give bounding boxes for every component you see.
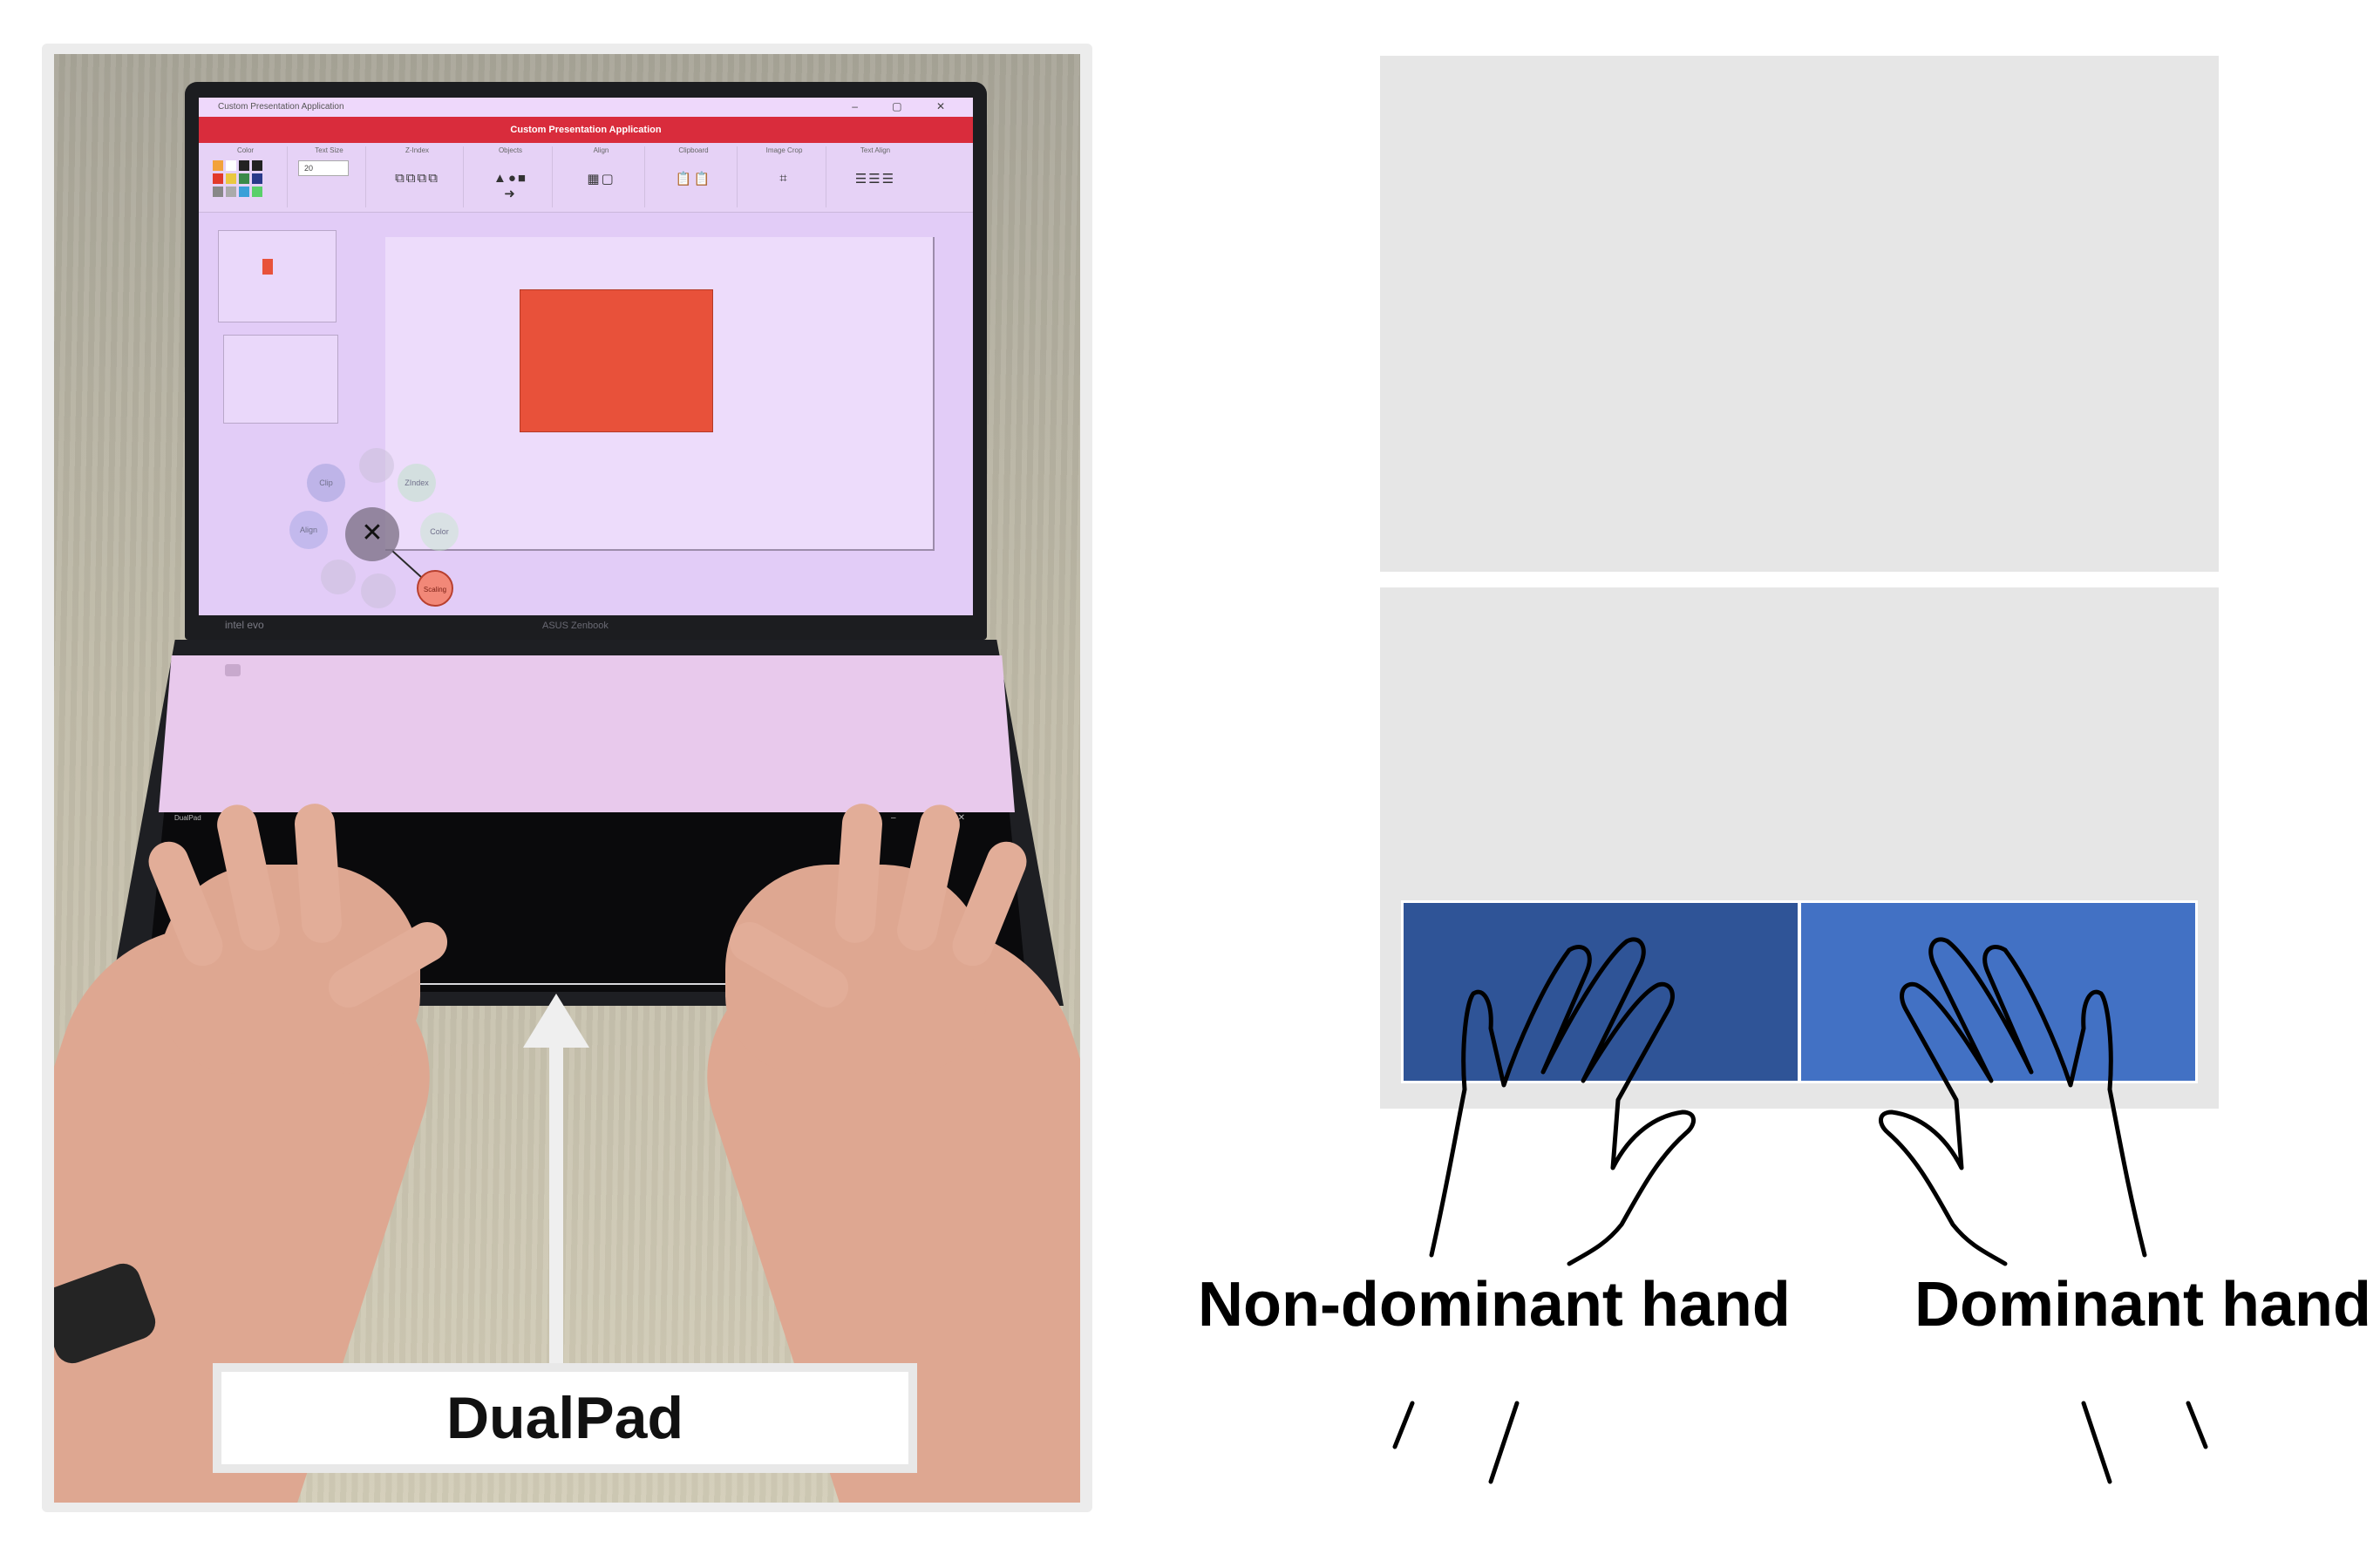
app-header: Custom Presentation Application [199, 117, 973, 143]
photo-frame: Custom Presentation Application – ▢ ✕ Cu… [42, 44, 1092, 1512]
pie-menu-scaling[interactable]: Scaling [417, 570, 453, 607]
non-dominant-hand-label: Non-dominant hand [1198, 1270, 1791, 1340]
swatch[interactable] [226, 187, 236, 197]
ribbon-label-image-crop: Image Crop [765, 146, 803, 154]
dominant-hand-outline [1879, 937, 2147, 1266]
pie-menu-slot[interactable] [359, 448, 394, 483]
thumbnail-shape [262, 259, 273, 275]
lower-screen [159, 655, 1015, 812]
dominant-hand-label: Dominant hand [1914, 1270, 2371, 1340]
arrow-shaft [549, 1039, 563, 1396]
dualpad-window-title: DualPad [174, 814, 201, 822]
intel-evo-logo: intel evo [225, 619, 264, 631]
selected-rectangle-shape[interactable] [520, 289, 713, 432]
ribbon-label-objects: Objects [498, 146, 523, 154]
swatch[interactable] [226, 173, 236, 184]
ribbon-label-color: Color [236, 146, 255, 154]
pie-menu-clip[interactable]: Clip [307, 464, 345, 502]
non-dominant-wrist-line [1392, 1401, 1415, 1449]
swatch[interactable] [213, 187, 223, 197]
swatch[interactable] [252, 160, 262, 171]
color-swatches [213, 160, 262, 197]
ribbon-group-clipboard: Clipboard 📋📋 [650, 146, 738, 207]
swatch[interactable] [239, 160, 249, 171]
ribbon-group-align: Align ▦▢ [558, 146, 645, 207]
pie-menu-zindex[interactable]: ZIndex [398, 464, 436, 502]
swatch[interactable] [213, 173, 223, 184]
objects-shape-icons[interactable]: ▲●■➜ [493, 171, 527, 201]
pie-menu-slot[interactable] [361, 573, 396, 608]
laptop-model-logo: ASUS Zenbook [542, 621, 609, 631]
swatch[interactable] [239, 187, 249, 197]
lower-screen-icon [225, 664, 241, 676]
align-icon[interactable]: ▦▢ [587, 172, 615, 187]
pie-menu-close-icon[interactable]: ✕ [345, 507, 399, 561]
dominant-wrist-line [2081, 1401, 2112, 1484]
laptop-photo: Custom Presentation Application – ▢ ✕ Cu… [54, 54, 1080, 1503]
ribbon-label-clipboard: Clipboard [678, 146, 709, 154]
window-titlebar: Custom Presentation Application – ▢ ✕ [199, 98, 973, 117]
dualpad-callout-label: DualPad [213, 1363, 917, 1473]
pie-menu-slot[interactable] [321, 560, 356, 594]
ribbon-group-objects: Objects ▲●■➜ [469, 146, 553, 207]
ribbon-group-image-crop: Image Crop ⌗ [743, 146, 826, 207]
pie-menu-color[interactable]: Color [420, 512, 459, 551]
swatch[interactable] [239, 173, 249, 184]
text-size-dropdown[interactable]: 20 [298, 160, 349, 176]
upper-screen: Custom Presentation Application – ▢ ✕ Cu… [199, 98, 973, 615]
ribbon-label-align: Align [593, 146, 609, 154]
swatch[interactable] [213, 160, 223, 171]
diagram-upper-screen [1380, 56, 2219, 572]
ribbon-group-zindex: Z-Index ⧉⧉⧉⧉ [371, 146, 464, 207]
window-controls[interactable]: – ▢ ✕ [852, 100, 961, 112]
text-align-icons[interactable]: ☰☰☰ [854, 172, 896, 187]
non-dominant-wrist-line [1488, 1401, 1520, 1484]
swatch[interactable] [226, 160, 236, 171]
toolbar-ribbon: Color [199, 143, 973, 213]
dualpad-bottom-edge [150, 983, 1023, 985]
ribbon-label-text-size: Text Size [315, 146, 343, 154]
ribbon-group-color: Color [204, 146, 288, 207]
pie-menu-align[interactable]: Align [289, 511, 328, 549]
zindex-icons[interactable]: ⧉⧉⧉⧉ [395, 171, 439, 186]
dominant-wrist-line [2186, 1401, 2208, 1449]
window-title: Custom Presentation Application [218, 102, 344, 112]
slide-thumbnail-2[interactable] [223, 335, 338, 424]
slide-thumbnail-1[interactable] [218, 230, 337, 322]
ribbon-label-text-align: Text Align [860, 146, 891, 154]
ribbon-group-text-align: Text Align ☰☰☰ [832, 146, 919, 207]
ribbon-group-text-size: Text Size 20 [293, 146, 366, 207]
arrow-up-icon [523, 994, 589, 1048]
crop-icon[interactable]: ⌗ [779, 171, 789, 186]
non-dominant-hand-outline [1429, 937, 1696, 1266]
clipboard-icon[interactable]: 📋📋 [675, 172, 712, 187]
ribbon-label-zindex: Z-Index [405, 146, 430, 154]
swatch[interactable] [252, 173, 262, 184]
hand-outline-drawings [1392, 937, 2208, 1484]
swatch[interactable] [252, 187, 262, 197]
